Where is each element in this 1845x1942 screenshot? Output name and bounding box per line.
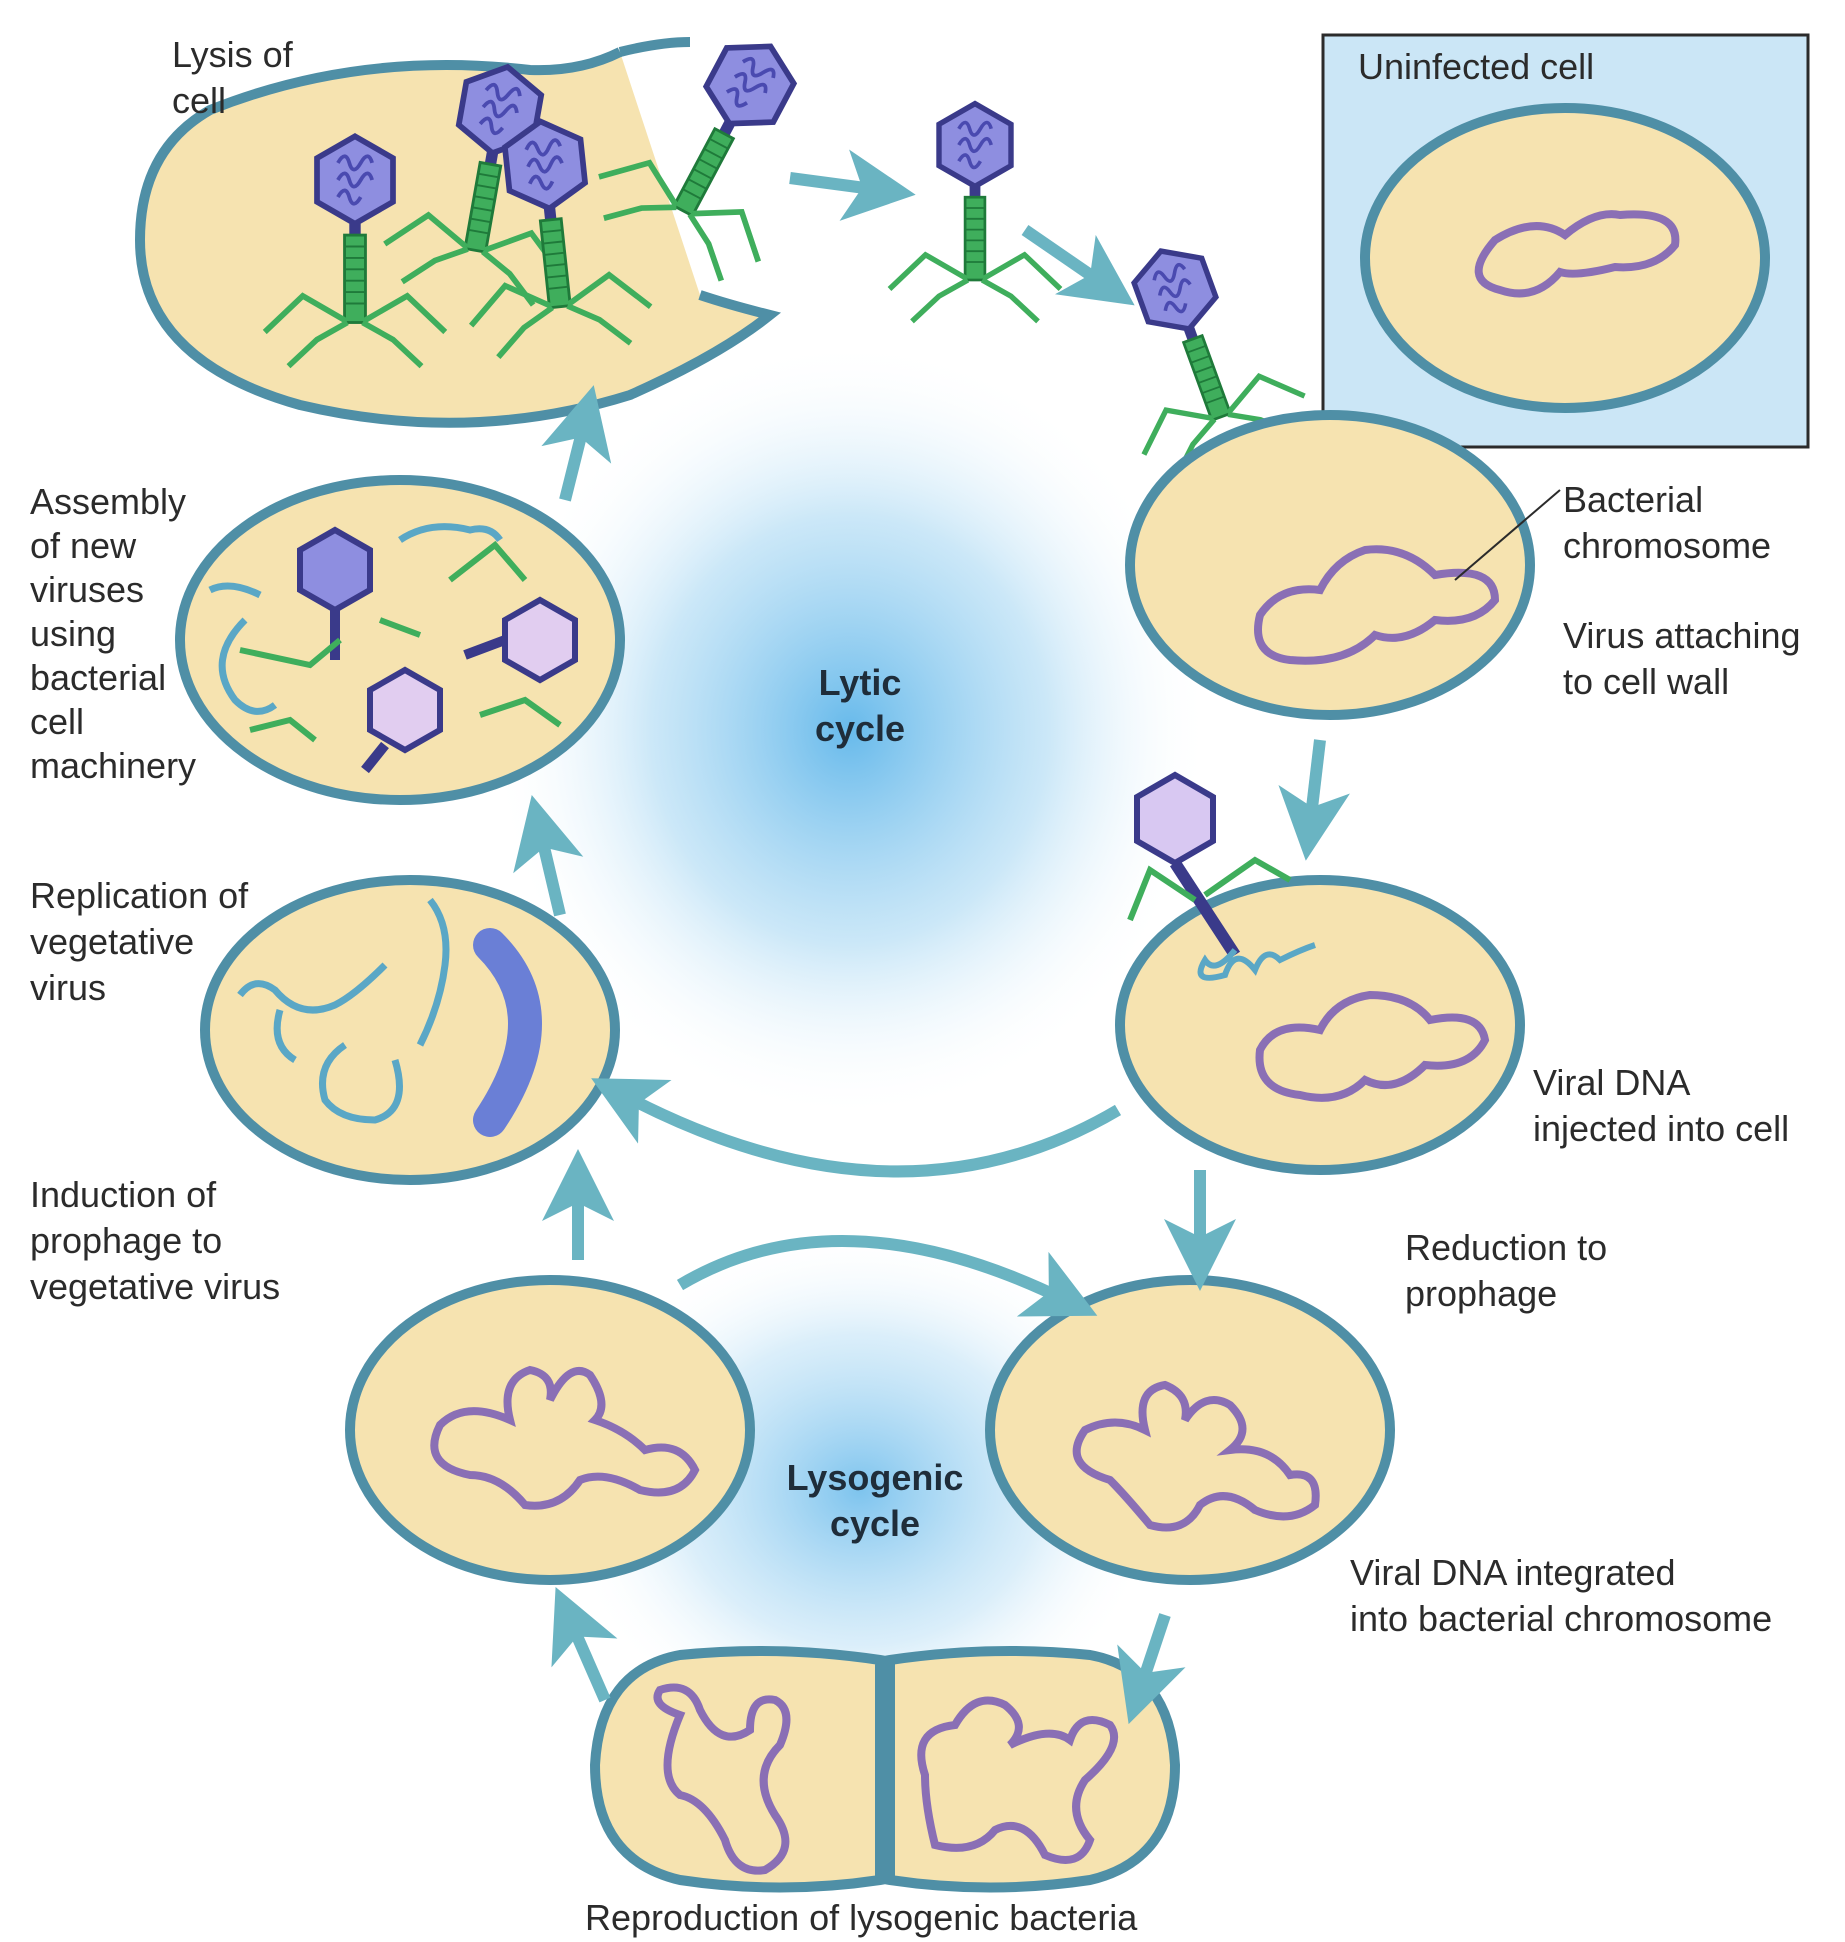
label-viral-dna-integrated: Viral DNA integrated into bacterial chro… xyxy=(1350,1552,1773,1639)
label-assembly: Assembly of new viruses using bacterial … xyxy=(30,481,197,786)
lysogenic-right-chromosome xyxy=(1072,1380,1320,1532)
replication-viral-dna xyxy=(237,897,450,1124)
empty-phage-tail xyxy=(361,741,389,774)
label-virus-attaching: Virus attaching to cell wall xyxy=(1563,615,1801,702)
label-induction: Induction of prophage to vegetative viru… xyxy=(30,1174,281,1307)
attaching-cell xyxy=(1125,410,1535,720)
arrow-approach xyxy=(1021,225,1135,306)
label-uninfected-cell: Uninfected cell xyxy=(1358,46,1595,87)
dividing-cell-right xyxy=(885,1646,1181,1893)
empty-phage-head xyxy=(367,666,443,754)
arrow-to-injection xyxy=(1278,739,1350,861)
dividing-left-chromosome xyxy=(653,1683,791,1875)
lysogenic-left-cell xyxy=(345,1275,755,1585)
arrow-from-reproduction xyxy=(551,1587,618,1703)
attaching-chromosome xyxy=(1254,545,1500,665)
lytic-glow xyxy=(490,340,1210,1120)
injecting-phage-head xyxy=(1134,771,1216,867)
arrow-to-lysis xyxy=(541,385,612,502)
replication-cell xyxy=(200,875,620,1185)
lysogenic-cycle-title: Lysogenic cycle xyxy=(786,1457,964,1544)
chromosome-leader-line xyxy=(1454,489,1561,581)
arrow-to-assembly xyxy=(513,794,584,917)
uninfected-chromosome xyxy=(1474,210,1680,298)
label-bacterial-chromosome: Bacterial chromosome xyxy=(1563,479,1772,566)
lysis-cell-break-top xyxy=(618,37,691,57)
injected-viral-dna xyxy=(1197,942,1316,981)
label-reproduction: Reproduction of lysogenic bacteria xyxy=(585,1897,1138,1938)
arrow-to-reproduction xyxy=(1117,1613,1186,1725)
assembly-viral-dna xyxy=(208,523,503,715)
injection-chromosome xyxy=(1255,990,1490,1102)
phage-icon xyxy=(890,104,1061,322)
label-reduction: Reduction to prophage xyxy=(1405,1227,1608,1314)
label-replication: Replication of vegetative virus xyxy=(30,875,249,1008)
assembly-tail-fibers xyxy=(239,540,562,743)
uninfected-cell xyxy=(1360,103,1770,413)
empty-phage-tail xyxy=(463,635,507,660)
injecting-phage-legs xyxy=(1127,856,1292,922)
dividing-right-chromosome xyxy=(917,1696,1118,1864)
lysogenic-right-cell xyxy=(985,1275,1395,1585)
arrow-release xyxy=(789,149,916,221)
arrow-to-replication xyxy=(591,1078,1122,1178)
replication-thick-dna xyxy=(473,928,542,1137)
label-viral-dna-injected: Viral DNA injected into cell xyxy=(1533,1062,1790,1149)
label-lysis-of-cell: Lysis of cell xyxy=(172,34,293,121)
lysogenic-left-chromosome xyxy=(430,1365,700,1510)
empty-phage-head xyxy=(502,596,578,684)
lytic-cycle-title: Lytic cycle xyxy=(814,662,906,749)
injecting-phage-tail xyxy=(1169,859,1241,959)
assembled-phage-head xyxy=(297,526,373,614)
dividing-cell-left xyxy=(589,1646,885,1893)
arrow-lysogenic-top xyxy=(676,1235,1098,1317)
